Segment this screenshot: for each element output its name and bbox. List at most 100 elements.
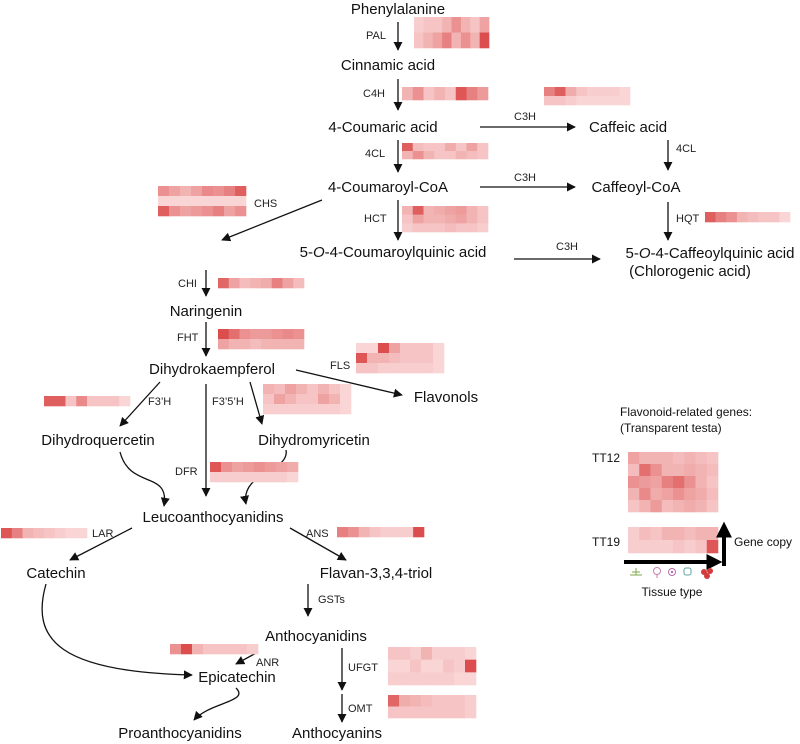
heatmap-cell bbox=[715, 212, 727, 223]
heatmap-cell bbox=[706, 452, 719, 465]
heatmap-cell bbox=[434, 151, 446, 160]
heatmap-tt19 bbox=[628, 527, 719, 554]
heatmap-cell bbox=[293, 339, 305, 350]
heatmap-cell bbox=[477, 214, 489, 224]
heatmap-cell bbox=[639, 476, 651, 489]
heatmap-cell bbox=[87, 396, 99, 407]
heatmap-cell bbox=[639, 527, 651, 541]
compound-phenylalanine: Phenylalanine bbox=[351, 1, 445, 18]
heatmap-cell bbox=[224, 206, 236, 217]
heatmap-cell bbox=[358, 527, 370, 538]
heatmap-cell bbox=[434, 223, 446, 233]
heatmap-cell bbox=[380, 527, 392, 538]
heatmap-cell bbox=[587, 87, 599, 97]
heatmap-cell bbox=[399, 706, 411, 719]
heatmap-cell bbox=[661, 488, 674, 501]
heatmap-cell bbox=[432, 706, 444, 719]
heatmap-cell bbox=[661, 476, 674, 489]
heatmap-cell bbox=[192, 644, 204, 655]
heatmap-chi bbox=[218, 278, 305, 289]
heatmap-cell bbox=[65, 528, 77, 539]
heatmap-cell bbox=[243, 462, 255, 473]
heatmap-cell bbox=[454, 647, 466, 660]
heatmap-cell bbox=[411, 343, 423, 354]
heatmap-cell bbox=[271, 278, 283, 289]
heatmap-cell bbox=[402, 223, 414, 233]
heatmap-cell bbox=[158, 186, 170, 197]
heatmap-cell bbox=[402, 214, 414, 224]
heatmap-cell bbox=[466, 151, 478, 160]
heatmap-cell bbox=[421, 647, 433, 660]
heatmap-cell bbox=[423, 87, 435, 101]
arrow-lar bbox=[69, 527, 133, 561]
heatmap-cell bbox=[276, 462, 288, 473]
heatmap-cell bbox=[399, 659, 411, 673]
compound-leucoanthocyanidins: Leucoanthocyanidins bbox=[143, 509, 284, 526]
heatmap-chs bbox=[158, 186, 247, 217]
heatmap-cell bbox=[421, 706, 433, 719]
heatmap-cell bbox=[451, 32, 462, 49]
heatmap-cell bbox=[421, 659, 433, 673]
heatmap-cell bbox=[432, 659, 444, 673]
heatmap-cell bbox=[455, 223, 467, 233]
legend: Flavonoid-related genes: (Transparent te… bbox=[592, 405, 792, 599]
heatmap-cell bbox=[465, 672, 477, 686]
heatmap-cell bbox=[432, 647, 444, 660]
heatmap-cell bbox=[410, 672, 422, 686]
heatmap-cell bbox=[695, 527, 708, 541]
heatmap-cell bbox=[202, 196, 214, 207]
heatmap-cell bbox=[232, 472, 244, 483]
heatmap-cell bbox=[218, 329, 230, 340]
heatmap-cell bbox=[477, 143, 489, 152]
heatmap-cell bbox=[191, 206, 203, 217]
heatmap-cell bbox=[399, 647, 411, 660]
heatmap-cell bbox=[706, 464, 719, 477]
heatmap-cell bbox=[65, 396, 77, 407]
heatmap-cell bbox=[423, 143, 435, 152]
heatmap-cell bbox=[705, 212, 716, 223]
heatmap-cell bbox=[356, 353, 368, 364]
compound-5-o-4-coumaroylquinic-acid: 5-O-4-Coumaroylquinic acid bbox=[300, 244, 487, 261]
heatmap-cell bbox=[412, 87, 424, 101]
enzyme-chs: CHS bbox=[254, 198, 277, 210]
enzyme-c3h-3: C3H bbox=[556, 241, 578, 253]
heatmap-cell bbox=[422, 363, 434, 374]
heatmap-cell bbox=[224, 186, 236, 197]
heatmap-cell bbox=[414, 17, 424, 33]
compound-5-o-4-caffeoylquinic-acid: 5-O-4-Caffeoylquinic acid bbox=[626, 245, 795, 262]
heatmap-cell bbox=[367, 353, 379, 364]
heatmap-cell bbox=[434, 206, 446, 215]
heatmap-cell bbox=[597, 96, 609, 106]
heatmap-cell bbox=[402, 151, 414, 160]
heatmap-cell bbox=[180, 196, 192, 207]
arrow-f35h bbox=[249, 381, 265, 425]
heatmap-cell bbox=[318, 404, 330, 415]
heatmap-cell bbox=[628, 464, 640, 477]
heatmap-cell bbox=[479, 17, 490, 33]
heatmap-cell bbox=[466, 87, 478, 101]
heatmap-cell bbox=[232, 462, 244, 473]
heatmap-cell bbox=[650, 488, 663, 501]
heatmap-cell bbox=[684, 527, 696, 541]
heatmap-cell bbox=[673, 452, 685, 465]
heatmap-cell bbox=[726, 212, 738, 223]
tissue-icons bbox=[630, 567, 713, 579]
heatmap-cell bbox=[296, 404, 308, 415]
heatmap-cell bbox=[340, 384, 352, 395]
heatmap-cell bbox=[254, 462, 266, 473]
heatmap-cell bbox=[432, 672, 444, 686]
heatmap-cell bbox=[391, 527, 403, 538]
heatmap-cell bbox=[228, 339, 240, 350]
heatmap-cell bbox=[410, 647, 422, 660]
heatmap-cell bbox=[650, 527, 663, 541]
heatmap-cell bbox=[282, 329, 294, 340]
heatmap-cell bbox=[76, 528, 88, 539]
heatmap-cell bbox=[554, 96, 566, 106]
heatmap-cell bbox=[412, 143, 424, 152]
heatmap-cell bbox=[465, 695, 477, 707]
heatmap-c4h bbox=[402, 87, 489, 101]
heatmap-cell bbox=[673, 488, 685, 501]
heatmap-cell bbox=[673, 476, 685, 489]
heatmap-cell bbox=[271, 329, 283, 340]
heatmap-cell bbox=[180, 186, 192, 197]
